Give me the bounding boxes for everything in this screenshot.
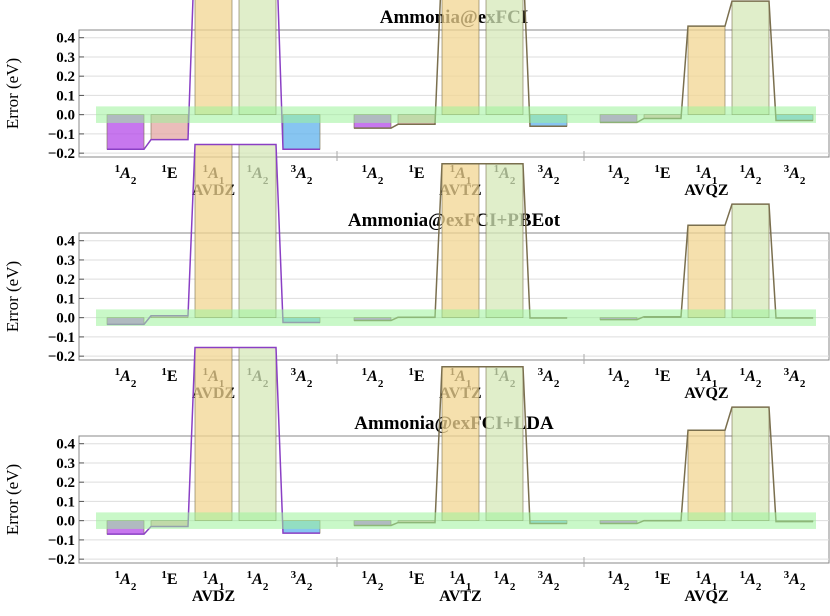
- x-tick-label: 1A2: [494, 569, 516, 593]
- x-tick-label: 1A1: [696, 366, 718, 390]
- chemical-accuracy-band: [96, 512, 816, 529]
- chart-panel: Ammonia@exFCI0.40.30.20.10.0−0.1−0.2Erro…: [3, 0, 830, 199]
- x-tick-label: 3A2: [538, 569, 560, 593]
- bar-avtz-3: [485, 366, 524, 521]
- y-tick-label: 0.0: [56, 108, 75, 124]
- x-tick-label: 3A2: [291, 163, 313, 187]
- x-tick-label: 1A2: [115, 569, 137, 593]
- basis-label: AVQZ: [684, 588, 728, 605]
- bar-avdz-3: [238, 144, 277, 318]
- bar-avdz-2: [194, 144, 233, 318]
- x-tick-label: 3A2: [538, 163, 560, 187]
- y-tick-label: 0.1: [56, 291, 75, 307]
- plot-area: [106, 346, 814, 535]
- x-tick-label: 1A2: [362, 366, 384, 390]
- x-tick-label: 1A2: [115, 366, 137, 390]
- x-tick-label: 1A2: [608, 569, 630, 593]
- bar-avqz-3: [731, 0, 770, 115]
- y-tick-label: −0.1: [48, 533, 75, 549]
- x-tick-label: 1E: [161, 163, 177, 182]
- y-tick-label: 0.3: [56, 50, 75, 66]
- y-tick-label: 0.1: [56, 88, 75, 104]
- y-tick-label: −0.2: [48, 552, 75, 568]
- x-tick-label: 1A1: [696, 163, 718, 187]
- y-axis-label: Error (eV): [3, 58, 22, 129]
- bar-avdz-2: [194, 0, 233, 115]
- bar-avqz-2: [687, 429, 726, 521]
- x-tick-label: 1A2: [740, 163, 762, 187]
- y-tick-label: −0.2: [48, 349, 75, 365]
- x-tick-label: 1A2: [740, 569, 762, 593]
- x-tick-label: 1A2: [247, 569, 269, 593]
- x-tick-label: 1E: [161, 366, 177, 385]
- x-tick-label: 1A2: [362, 569, 384, 593]
- y-tick-label: 0.4: [56, 437, 75, 453]
- series-line-avtz: [354, 0, 567, 129]
- x-tick-label: 1E: [654, 366, 670, 385]
- x-tick-label: 1A1: [696, 569, 718, 593]
- x-tick-label: 1E: [408, 366, 424, 385]
- bar-avdz-3: [238, 347, 277, 521]
- y-tick-label: −0.2: [48, 146, 75, 162]
- chemical-accuracy-band: [96, 309, 816, 326]
- series-line-avdz: [107, 346, 320, 535]
- bar-avqz-3: [731, 203, 770, 318]
- y-tick-label: 0.4: [56, 234, 75, 250]
- y-tick-label: 0.0: [56, 311, 75, 327]
- y-tick-label: 0.3: [56, 456, 75, 472]
- bar-avtz-2: [441, 366, 480, 521]
- bar-avdz-3: [238, 0, 277, 115]
- x-tick-label: 1A1: [203, 569, 225, 593]
- plot-area: [106, 0, 814, 151]
- y-axis-label: Error (eV): [3, 464, 22, 535]
- basis-label: AVTZ: [439, 588, 481, 605]
- x-tick-label: 1A2: [608, 366, 630, 390]
- chemical-accuracy-band: [96, 106, 816, 123]
- bar-avtz-3: [485, 163, 524, 318]
- x-tick-label: 3A2: [784, 569, 806, 593]
- x-tick-label: 1A2: [362, 163, 384, 187]
- x-tick-label: 3A2: [291, 569, 313, 593]
- x-tick-label: 3A2: [784, 163, 806, 187]
- chart-panel: Ammonia@exFCI+LDA0.40.30.20.10.0−0.1−0.2…: [3, 346, 830, 605]
- x-tick-label: 3A2: [538, 366, 560, 390]
- y-tick-label: 0.2: [56, 272, 75, 288]
- y-tick-label: 0.4: [56, 31, 75, 47]
- bar-avtz-2: [441, 0, 480, 115]
- bar-avqz-2: [687, 225, 726, 318]
- bar-avdz-2: [194, 347, 233, 521]
- x-tick-label: 1A1: [450, 569, 472, 593]
- x-tick-label: 1A2: [740, 366, 762, 390]
- x-tick-label: 1E: [408, 163, 424, 182]
- bar-avqz-3: [731, 406, 770, 521]
- y-tick-label: −0.1: [48, 330, 75, 346]
- chart-panel: Ammonia@exFCI+PBEot0.40.30.20.10.0−0.1−0…: [3, 143, 830, 402]
- bar-avtz-3: [485, 0, 524, 115]
- y-tick-label: 0.0: [56, 514, 75, 530]
- bar-avqz-2: [687, 25, 726, 115]
- basis-label: AVQZ: [684, 385, 728, 402]
- x-tick-label: 3A2: [784, 366, 806, 390]
- y-tick-label: −0.1: [48, 127, 75, 143]
- x-tick-label: 3A2: [291, 366, 313, 390]
- y-tick-label: 0.2: [56, 475, 75, 491]
- bar-avtz-2: [441, 163, 480, 318]
- x-tick-label: 1E: [408, 569, 424, 588]
- x-tick-label: 1A2: [608, 163, 630, 187]
- y-tick-label: 0.2: [56, 69, 75, 85]
- x-tick-label: 1A2: [115, 163, 137, 187]
- x-tick-label: 1E: [161, 569, 177, 588]
- basis-label: AVDZ: [192, 588, 235, 605]
- series-line-avdz: [107, 0, 320, 151]
- basis-label: AVQZ: [684, 182, 728, 199]
- x-tick-label: 1E: [654, 163, 670, 182]
- x-tick-label: 1E: [654, 569, 670, 588]
- y-tick-label: 0.1: [56, 494, 75, 510]
- y-axis-label: Error (eV): [3, 261, 22, 332]
- y-tick-label: 0.3: [56, 253, 75, 269]
